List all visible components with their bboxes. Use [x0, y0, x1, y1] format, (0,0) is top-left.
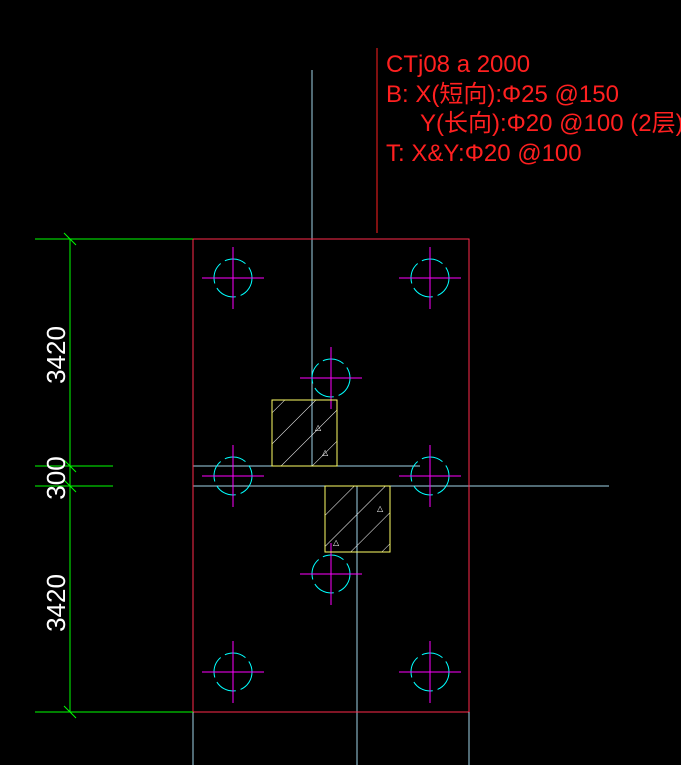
pile-cap-outline	[192, 238, 470, 713]
annotation-line-3: Y(长向):Φ20 @100 (2层)	[420, 110, 681, 137]
pile-circle-icon	[202, 247, 264, 309]
annotation-line-1: CTj08 a 2000	[386, 51, 530, 78]
column-upper-hatch	[272, 400, 337, 466]
dimension-tick-bottom	[63, 705, 77, 719]
column-lower-mark: △	[377, 504, 384, 513]
pile-circle-icon	[399, 641, 461, 703]
column-lower-mark: △	[333, 538, 340, 547]
column-lower-outline	[324, 485, 391, 553]
dimension-tick-upper-gap	[63, 459, 77, 473]
annotation-line-2: B: X(短向):Φ25 @150	[386, 81, 619, 108]
dimension-tick-lower-gap	[63, 479, 77, 493]
annotation-line-4: T: X&Y:Φ20 @100	[386, 140, 582, 167]
pile-circle-icon	[300, 543, 362, 605]
dimension-tick-top	[63, 232, 77, 246]
column-upper-outline	[271, 399, 338, 467]
reinforcement-annotation: CTj08 a 2000 B: X(短向):Φ25 @150 Y(长向):Φ20…	[386, 51, 681, 167]
pile-circle-icon	[399, 445, 461, 507]
dimension-top-span: 3420	[41, 326, 71, 384]
pile-circle-icon	[202, 445, 264, 507]
pile-group	[202, 247, 461, 703]
pile-circle-icon	[399, 247, 461, 309]
hatched-column-icon: △ △	[324, 485, 391, 553]
column-upper-mark: △	[322, 448, 329, 457]
column-lower-hatch	[325, 486, 390, 552]
dimension-middle-gap: 300	[41, 456, 71, 499]
pile-circle-icon	[300, 347, 362, 409]
hatched-column-icon: △ △	[271, 399, 338, 467]
pile-circle-icon	[202, 641, 264, 703]
dimension-group	[35, 232, 193, 719]
column-upper-mark: △	[315, 423, 322, 432]
dimension-bottom-span: 3420	[41, 574, 71, 632]
dimension-labels: 3420 300 3420	[41, 326, 71, 632]
